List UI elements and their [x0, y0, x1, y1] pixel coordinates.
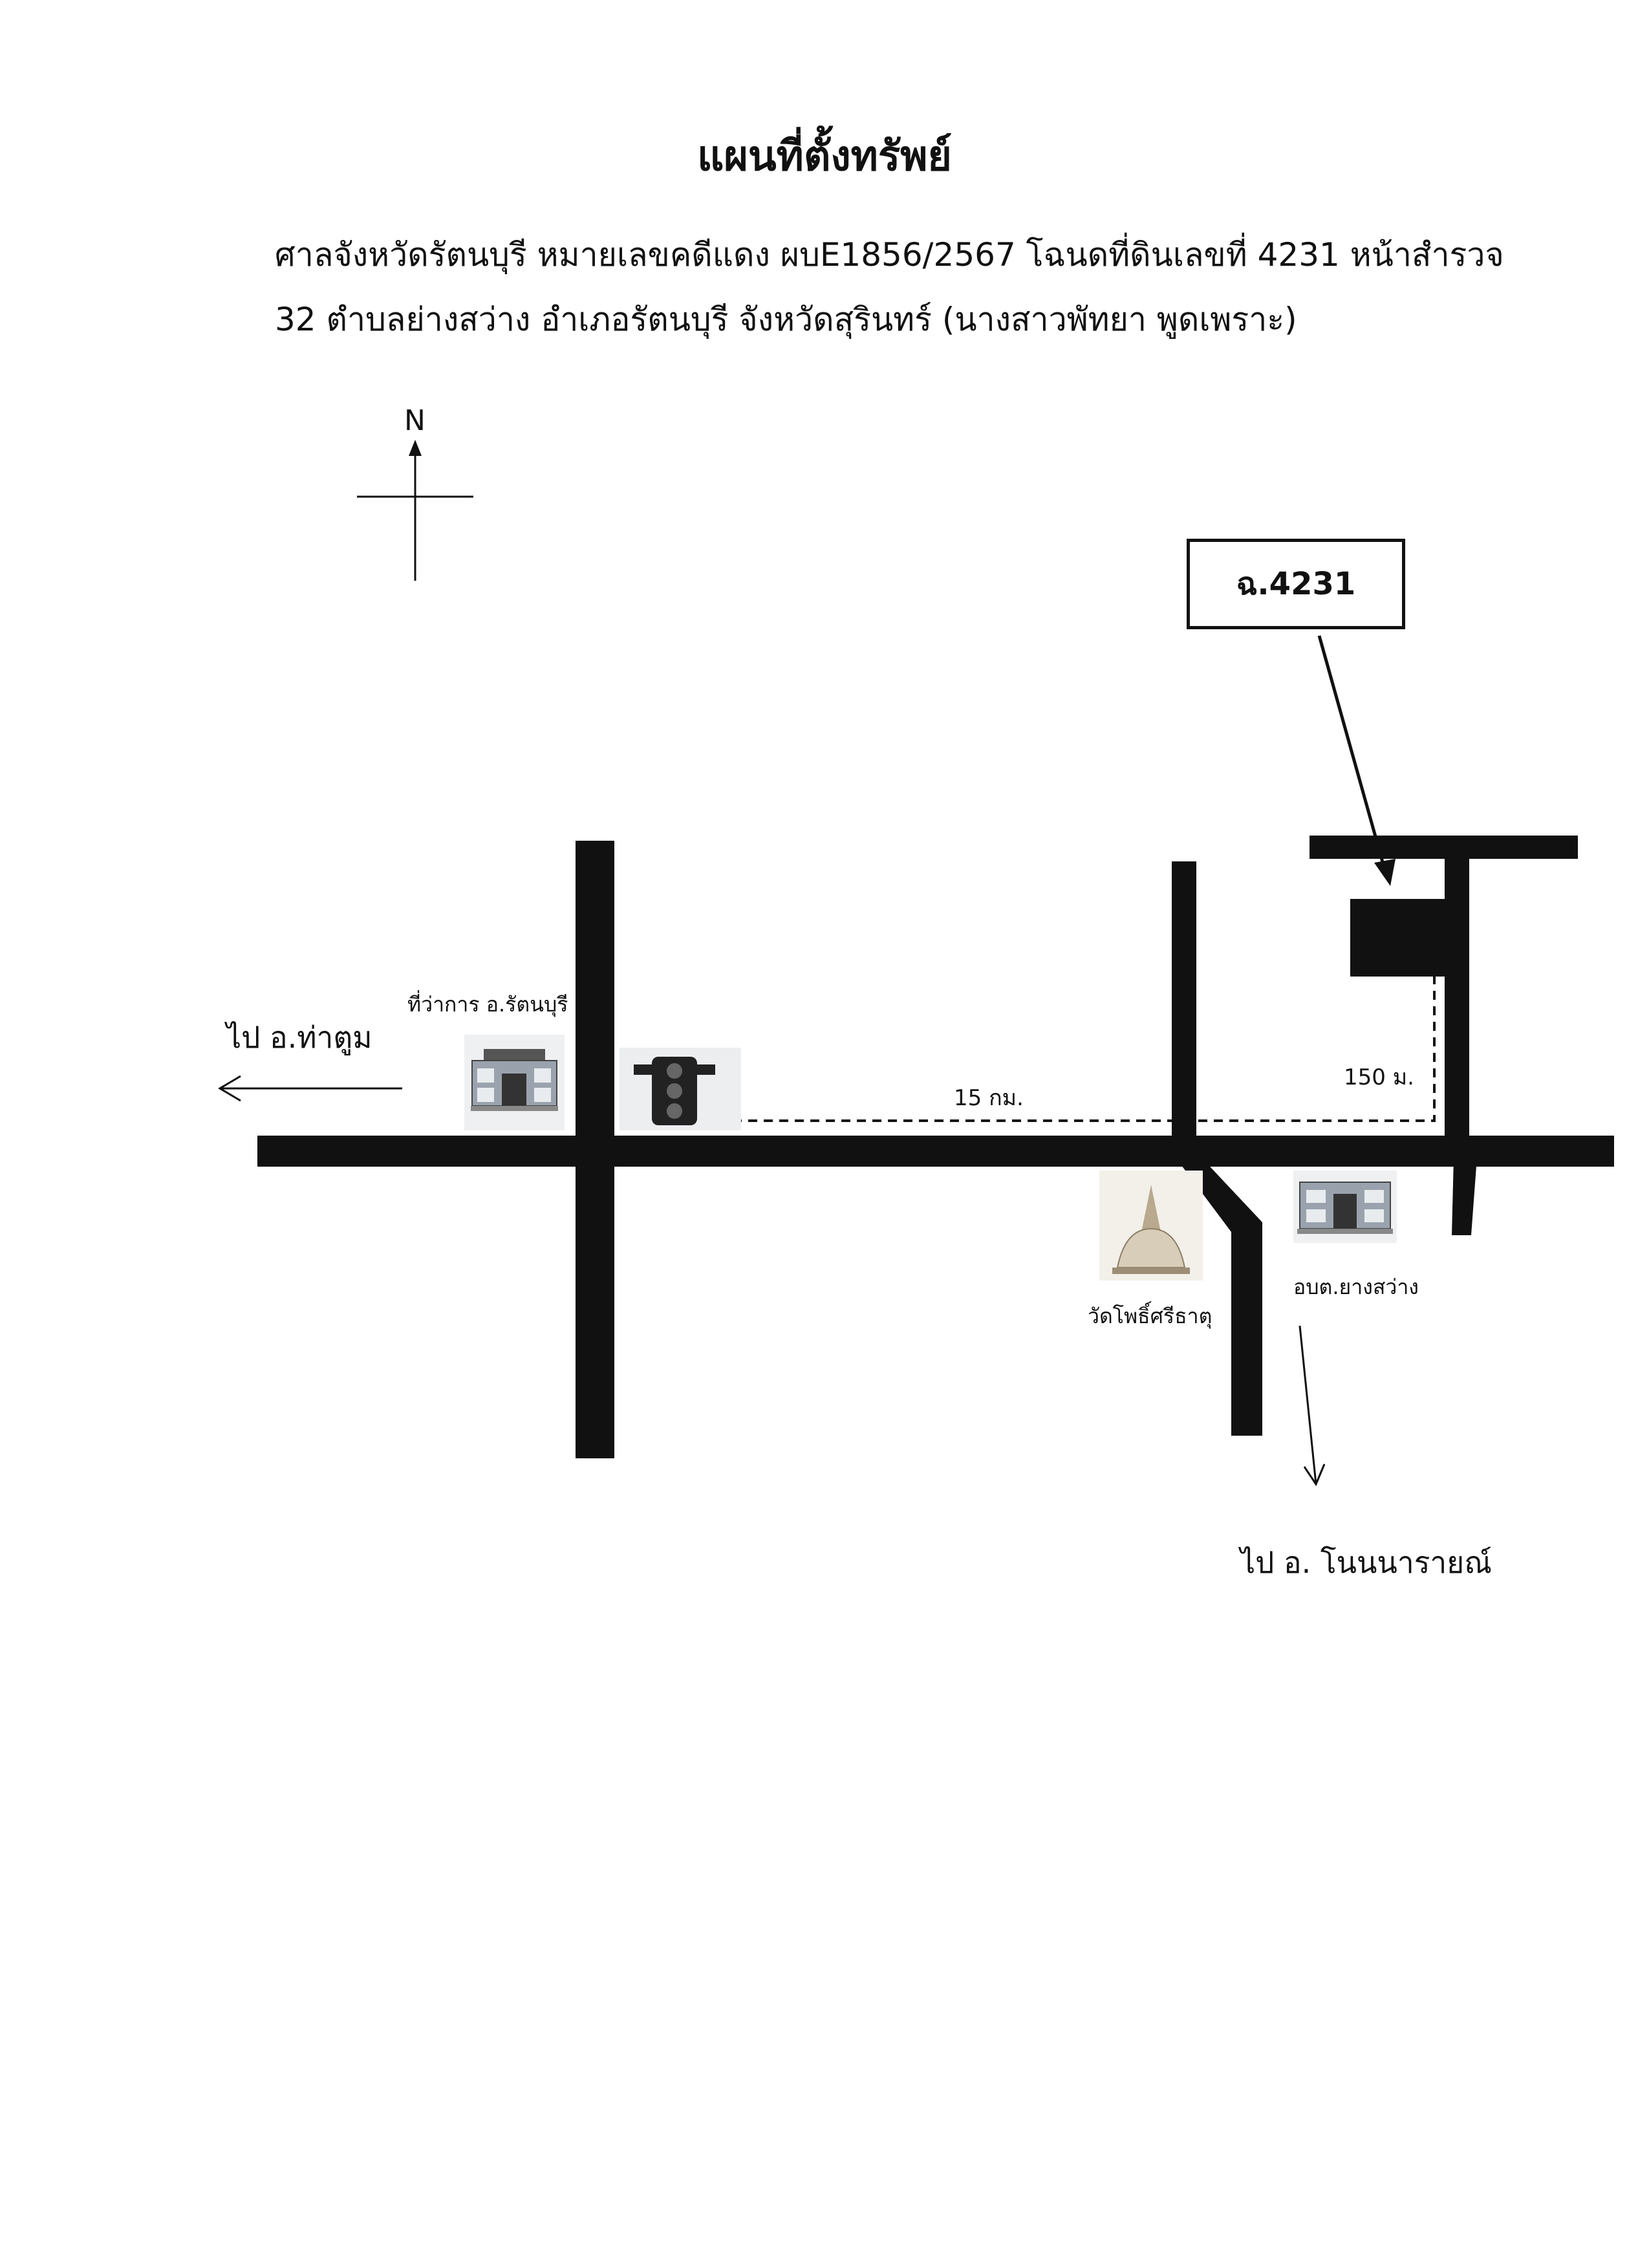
- description-line-1: ศาลจังหวัดรัตนบุรี หมายเลขคดีแดง ผบE1856…: [275, 236, 1504, 274]
- pointer-line: [1317, 635, 1386, 867]
- temple-icon: [1099, 1171, 1203, 1280]
- north-label: N: [404, 404, 426, 437]
- arrow-to-tha-tum: [218, 1075, 402, 1102]
- district-office-label: ที่ว่าการ อ.รัตนบุรี: [407, 992, 568, 1017]
- pointer-arrow-icon: [1374, 859, 1396, 886]
- parcel-plot: [1350, 899, 1458, 977]
- parcel-top-road: [1310, 836, 1578, 859]
- side-road-north: [1172, 861, 1196, 1149]
- branch-road: [1452, 1158, 1477, 1235]
- north-arrow-icon: [409, 440, 422, 456]
- distance-main-label: 15 กม.: [954, 1085, 1024, 1111]
- building-icon: [464, 1035, 565, 1130]
- roads: [257, 836, 1614, 1458]
- distance-side-label: 150 ม.: [1344, 1064, 1414, 1090]
- to-tha-tum-label: ไป อ.ท่าตูม: [226, 1020, 372, 1055]
- temple-label: วัดโพธิ์ศรีธาตุ: [1088, 1304, 1212, 1328]
- arrow-to-non-narai: [1299, 1325, 1326, 1487]
- compass: [357, 446, 473, 581]
- to-non-narai-label: ไป อ. โนนนารายณ์: [1240, 1545, 1492, 1580]
- parcel-label-box: ฉ.4231: [1187, 539, 1405, 629]
- district-road: [576, 841, 614, 1458]
- building-icon: [1293, 1171, 1397, 1243]
- sao-office-label: อบต.ยางสว่าง: [1293, 1275, 1419, 1299]
- page-title: แผนที่ตั้งทรัพย์: [697, 133, 952, 180]
- description-line-2: 32 ตำบลย่างสว่าง อำเภอรัตนบุรี จังหวัดสุ…: [275, 301, 1297, 338]
- parcel-label: ฉ.4231: [1236, 566, 1356, 602]
- dashed-route: [702, 977, 1436, 1122]
- traffic-light-icon: [620, 1048, 741, 1130]
- main-road: [257, 1136, 1614, 1167]
- side-road-south: [1176, 1158, 1262, 1436]
